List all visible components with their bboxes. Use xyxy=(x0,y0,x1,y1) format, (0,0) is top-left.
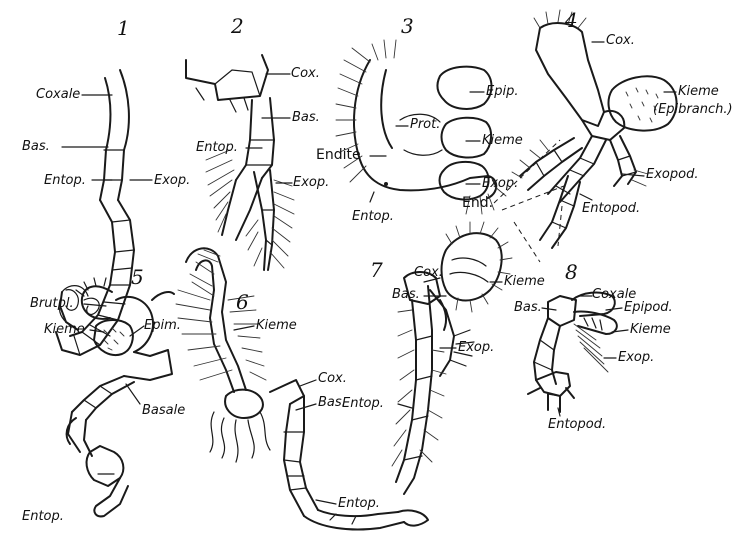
fig4-exopod-label: Exopod. xyxy=(646,168,698,181)
fig7-drawing xyxy=(392,222,512,494)
fig5-kieme-label: Kieme xyxy=(44,323,85,336)
fig3-endite-label: Endite xyxy=(316,148,361,162)
fig1-number: 1 xyxy=(117,18,130,38)
fig2-exop-label: Exop. xyxy=(293,176,329,189)
fig4-entopod-label: Entopod. xyxy=(582,202,640,215)
leader-lines xyxy=(62,42,676,504)
fig3-entop-label: Entop. xyxy=(352,210,394,223)
fig4-end-label: End. xyxy=(462,196,493,210)
fig6-drawing xyxy=(176,248,428,529)
fig1-drawing xyxy=(56,70,134,355)
fig5-number: 5 xyxy=(131,267,144,287)
fig2-entop-label: Entop. xyxy=(196,141,238,154)
fig6-cox-label: Cox. xyxy=(318,372,347,385)
fig8-number: 8 xyxy=(565,262,578,282)
fig7-cox-label: Cox. xyxy=(414,266,443,279)
fig1-entop-label: Entop. xyxy=(44,174,86,187)
fig6-number: 6 xyxy=(236,292,249,312)
fig4-epibranch-label: (Epibranch.) xyxy=(653,103,733,116)
fig1-bas-label: Bas. xyxy=(22,140,50,153)
fig3-exop-label: Exop. xyxy=(482,177,518,190)
fig6-kieme-label: Kieme xyxy=(256,319,297,332)
fig7-exop-label: Exop. xyxy=(458,341,494,354)
fig1-exop-label: Exop. xyxy=(154,174,190,187)
fig8-exop-label: Exop. xyxy=(618,351,654,364)
fig5-basale-label: Basale xyxy=(142,404,185,417)
fig1-coxale-label: Coxale xyxy=(36,88,80,101)
fig7-number: 7 xyxy=(370,260,383,280)
fig5-brutpl-label: Brutpl. xyxy=(30,297,74,310)
fig2-bas-label: Bas. xyxy=(292,111,320,124)
fig7-entop-label: Entop. xyxy=(342,397,384,410)
fig3-number: 3 xyxy=(401,16,414,36)
fig8-epipod-label: Epipod. xyxy=(624,301,673,314)
fig2-drawing xyxy=(186,55,294,270)
fig8-entopod-label: Entopod. xyxy=(548,418,606,431)
fig8-kieme-label: Kieme xyxy=(630,323,671,336)
fig4-number: 4 xyxy=(565,10,578,30)
fig2-number: 2 xyxy=(231,16,244,36)
fig7-kieme-label: Kieme xyxy=(504,275,545,288)
fig4-cox-label: Cox. xyxy=(606,34,635,47)
fig2-cox-label: Cox. xyxy=(291,67,320,80)
fig4-kieme-label: Kieme xyxy=(678,85,719,98)
fig3-prot-label: Prot. xyxy=(410,118,440,131)
fig7-bas-label: Bas. xyxy=(392,288,420,301)
fig5-epim-label: Epim. xyxy=(144,319,181,332)
fig5-entop-label: Entop. xyxy=(22,510,64,523)
fig3-kieme-label: Kieme xyxy=(482,134,523,147)
fig8-bas-label: Bas. xyxy=(514,301,542,314)
fig3-epip-label: Epip. xyxy=(486,85,518,98)
fig6-entop-label: Entop. xyxy=(338,497,380,510)
